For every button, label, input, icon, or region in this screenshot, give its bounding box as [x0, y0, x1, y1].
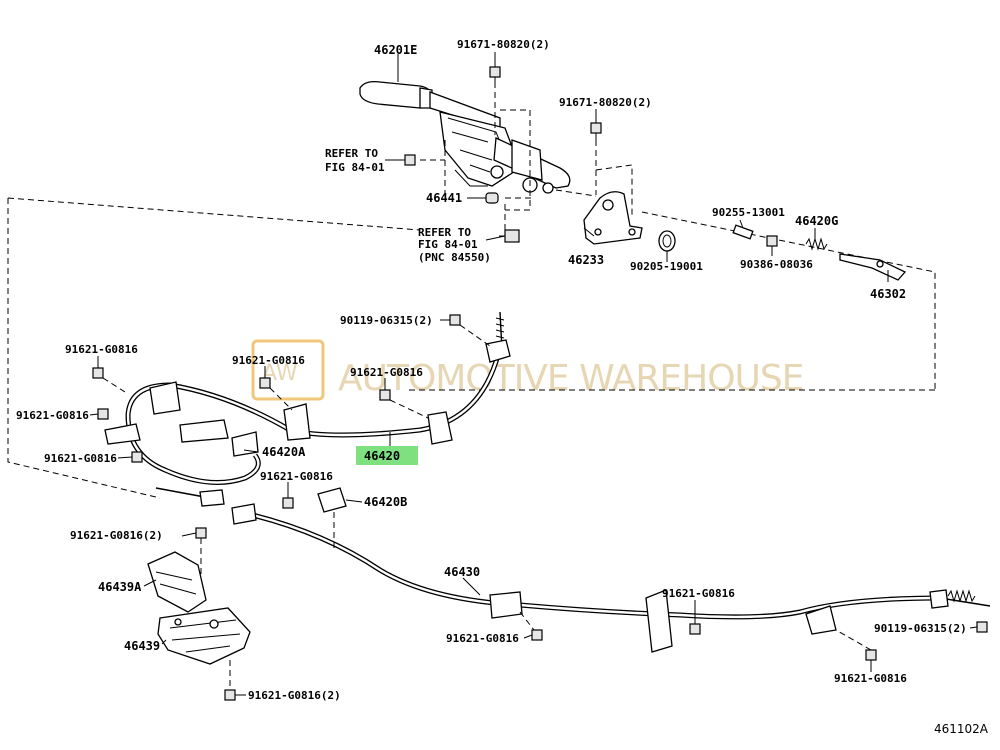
bolt-90119-a — [449, 314, 491, 347]
label-46439A[interactable]: 46439A — [98, 580, 142, 594]
watermark-text: AUTOMOTIVE WAREHOUSE — [338, 358, 804, 399]
dash-leaders-top — [420, 82, 633, 240]
bolt-91671-b — [590, 122, 602, 142]
pin-90255 — [732, 224, 754, 240]
label-91621-c[interactable]: 91621-G0816 — [350, 366, 423, 379]
cable-group-outline — [7, 197, 936, 499]
bolt-91621-f — [282, 497, 294, 509]
label-91671-a[interactable]: 91671-80820(2) — [457, 38, 550, 51]
parking-brake-lever-assembly — [359, 80, 571, 194]
cable-46420 — [104, 311, 511, 507]
label-refer2-line2[interactable]: FIG 84-01 — [418, 238, 478, 251]
equalizer-46302 — [839, 253, 907, 281]
label-refer2-line1: REFER TO — [418, 226, 471, 239]
label-91621-a[interactable]: 91621-G0816 — [65, 343, 138, 356]
nut-refer-1 — [404, 154, 416, 166]
label-91621-h[interactable]: 91621-G0816 — [446, 632, 519, 645]
clamp-46420B — [317, 487, 347, 548]
clip-46441 — [485, 192, 499, 204]
part-labels: 46201E 91671-80820(2) 91671-80820(2) REF… — [16, 38, 989, 736]
label-91621-j[interactable]: 91621-G0816 — [834, 672, 907, 685]
bolt-91621-d — [97, 408, 109, 420]
label-46420B[interactable]: 46420B — [364, 495, 407, 509]
label-46430[interactable]: 46430 — [444, 565, 480, 579]
bolt-90119-b — [976, 621, 988, 633]
shield-46439A — [147, 551, 207, 613]
label-refer2-line3[interactable]: (PNC 84550) — [418, 251, 491, 264]
label-91621-f[interactable]: 91621-G0816 — [260, 470, 333, 483]
label-refer1-line2[interactable]: FIG 84-01 — [325, 161, 385, 174]
watermark-logo-box — [251, 339, 325, 401]
bolt-91621-i — [689, 623, 701, 635]
bolt-91621-k — [224, 660, 236, 701]
label-46201E[interactable]: 46201E — [374, 43, 417, 57]
label-refer1-line1: REFER TO — [325, 147, 378, 160]
cable-46430 — [231, 503, 991, 653]
label-90119-a[interactable]: 90119-06315(2) — [340, 314, 433, 327]
label-91621-g[interactable]: 91621-G0816(2) — [70, 529, 163, 542]
label-91671-b[interactable]: 91671-80820(2) — [559, 96, 652, 109]
label-46439[interactable]: 46439 — [124, 639, 160, 653]
label-91621-e[interactable]: 91621-G0816 — [44, 452, 117, 465]
label-91621-d[interactable]: 91621-G0816 — [16, 409, 89, 422]
bolt-91621-j — [835, 629, 877, 661]
label-90386[interactable]: 90386-08036 — [740, 258, 813, 271]
figure-id: 461102A — [934, 722, 989, 736]
spring-46420G — [805, 237, 828, 251]
label-46420[interactable]: 46420 — [364, 449, 400, 463]
label-91621-k[interactable]: 91621-G0816(2) — [248, 689, 341, 702]
switch-refer-2 — [499, 229, 520, 243]
label-46420A[interactable]: 46420A — [262, 445, 306, 459]
label-91621-b[interactable]: 91621-G0816 — [232, 354, 305, 367]
bolt-91621-e — [131, 451, 143, 463]
label-46302[interactable]: 46302 — [870, 287, 906, 301]
ring-90205 — [658, 230, 676, 252]
bolt-91621-a — [92, 367, 126, 393]
bolt-91671-a — [489, 66, 501, 88]
label-90205[interactable]: 90205-19001 — [630, 260, 703, 273]
label-90119-b[interactable]: 90119-06315(2) — [874, 622, 967, 635]
bracket-46233 — [583, 191, 643, 245]
label-91621-i[interactable]: 91621-G0816 — [662, 587, 735, 600]
leader-lines — [89, 52, 978, 696]
nut-90386 — [766, 235, 778, 247]
part-highlight — [356, 446, 418, 465]
label-90255[interactable]: 90255-13001 — [712, 206, 785, 219]
label-46441[interactable]: 46441 — [426, 191, 462, 205]
label-46233[interactable]: 46233 — [568, 253, 604, 267]
watermark: AW AUTOMOTIVE WAREHOUSE — [251, 339, 805, 401]
shield-46439 — [157, 607, 251, 665]
label-46420G[interactable]: 46420G — [795, 214, 838, 228]
